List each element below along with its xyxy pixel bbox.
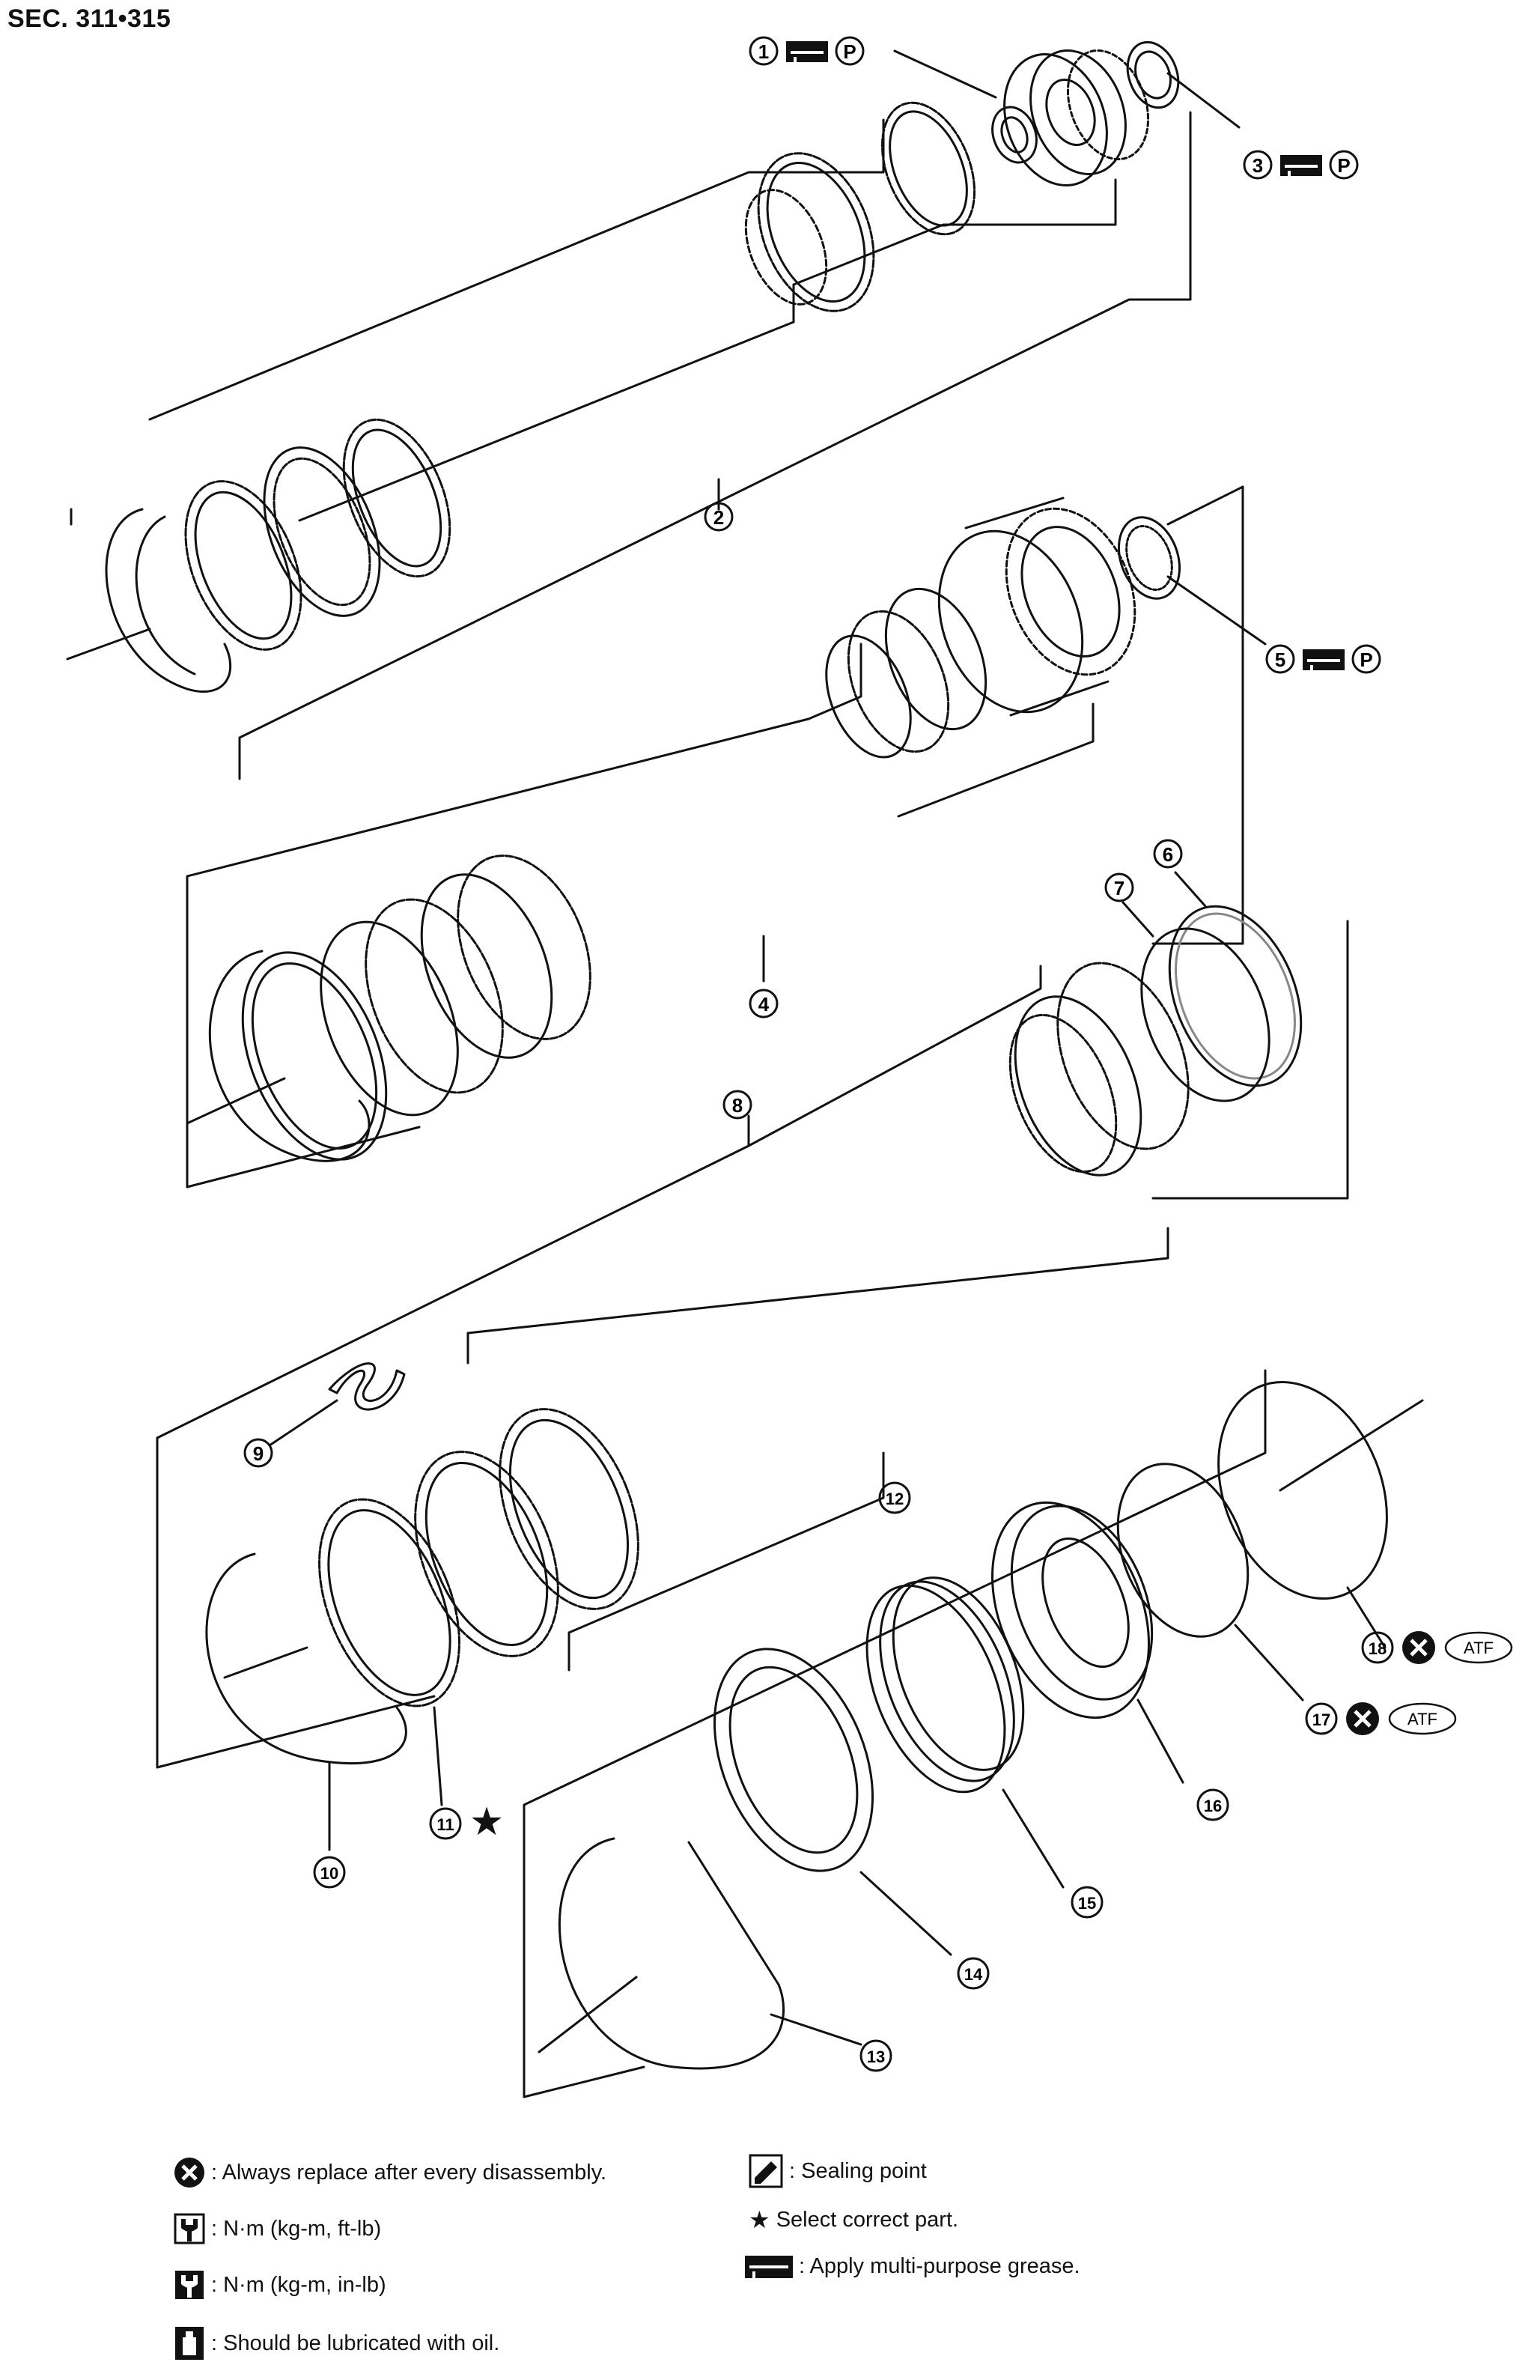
svg-text:16: 16 xyxy=(1204,1797,1222,1815)
legend-replace: : Always replace after every disassembly… xyxy=(174,2157,606,2188)
star-icon: ★ xyxy=(749,2206,770,2233)
piston-16 xyxy=(991,1501,1184,1784)
petroleum-jelly-icon: P xyxy=(835,36,865,66)
retaining-plate-11 xyxy=(318,1498,460,1806)
svg-text:9: 9 xyxy=(253,1442,264,1465)
callout-11: 11 ★ xyxy=(429,1800,505,1844)
svg-text:12: 12 xyxy=(886,1490,904,1508)
callout-15: 15 xyxy=(1071,1886,1104,1919)
callout-3: 3 P xyxy=(1243,150,1359,180)
legend-torque-in: : N·m (kg-m, in-lb) xyxy=(174,2269,386,2301)
grease-icon xyxy=(786,41,828,62)
callout-10: 10 xyxy=(313,1856,346,1889)
svg-text:13: 13 xyxy=(867,2047,885,2066)
star-icon: ★ xyxy=(469,1800,505,1844)
legend-select: ★ Select correct part. xyxy=(749,2206,959,2233)
svg-text:7: 7 xyxy=(1114,877,1124,899)
svg-text:6: 6 xyxy=(1163,843,1173,866)
legend-grease: : Apply multi-purpose grease. xyxy=(745,2254,1080,2279)
svg-text:ATF: ATF xyxy=(1407,1710,1437,1728)
clutch-plates-group-8-right xyxy=(1008,962,1190,1177)
callout-13: 13 xyxy=(859,2039,892,2072)
svg-text:P: P xyxy=(1360,649,1372,671)
callout-8: 8 xyxy=(722,1090,752,1120)
callout-9: 9 xyxy=(243,1438,273,1468)
petroleum-jelly-icon: P xyxy=(1329,150,1359,180)
clutch-plates-group-12 xyxy=(414,1408,639,1657)
clutch-plates-top xyxy=(744,101,976,312)
snap-ring-middle xyxy=(186,950,371,1162)
return-spring-15 xyxy=(865,1576,1065,1889)
callouts: 1 P 2 3 P 4 5 xyxy=(243,36,1513,2072)
seal-ring-6 xyxy=(1168,871,1303,1087)
callout-17: 17 ATF xyxy=(1305,1702,1457,1735)
snap-ring-7 xyxy=(1121,901,1270,1102)
group-8-outline xyxy=(156,920,1349,1769)
group-4-outline xyxy=(186,485,1244,1189)
callout-5: 5 P xyxy=(1265,644,1381,674)
snap-ring-13 xyxy=(538,1837,862,2070)
grease-icon xyxy=(1303,649,1345,670)
svg-text:14: 14 xyxy=(964,1965,983,1984)
atf-badge: ATF xyxy=(1444,1631,1513,1664)
clutch-plates-middle-right xyxy=(825,587,987,759)
replace-x-icon xyxy=(1402,1631,1435,1664)
section-label: SEC. 311•315 xyxy=(7,4,171,33)
svg-text:5: 5 xyxy=(1275,649,1285,671)
oil-can-icon xyxy=(174,2325,205,2361)
leader-lines-top xyxy=(66,49,1241,661)
svg-text:P: P xyxy=(843,40,856,63)
svg-text:18: 18 xyxy=(1369,1639,1387,1658)
o-ring-17 xyxy=(1116,1463,1304,1701)
replace-x-icon xyxy=(174,2157,205,2188)
svg-text:10: 10 xyxy=(320,1864,338,1883)
grease-icon xyxy=(745,2255,793,2278)
torque-wrench-filled-icon xyxy=(174,2269,205,2301)
callout-14: 14 xyxy=(957,1957,990,1990)
o-ring-18 xyxy=(1217,1380,1424,1649)
replace-x-icon xyxy=(1346,1702,1379,1735)
callout-16: 16 xyxy=(1196,1788,1229,1821)
thrust-washer-3 xyxy=(1126,40,1180,109)
snap-ring-top xyxy=(105,508,232,693)
callout-18: 18 ATF xyxy=(1361,1631,1513,1664)
callout-6: 6 xyxy=(1153,839,1183,869)
callout-12: 12 xyxy=(878,1481,911,1514)
svg-text:15: 15 xyxy=(1078,1894,1096,1913)
legend-oil: : Should be lubricated with oil. xyxy=(174,2325,499,2361)
group-bottom-outline xyxy=(523,1369,1267,2098)
needle-bearing-5 xyxy=(1117,516,1267,646)
group-2-outline xyxy=(70,111,1192,780)
callout-1: 1 P xyxy=(749,36,865,66)
svg-text:P: P xyxy=(1337,154,1350,177)
svg-text:8: 8 xyxy=(732,1094,743,1117)
dish-plate-9 xyxy=(268,1362,406,1447)
svg-text:2: 2 xyxy=(713,506,724,529)
svg-text:3: 3 xyxy=(1253,154,1263,177)
legend-sealing: : Sealing point xyxy=(749,2154,927,2188)
svg-text:11: 11 xyxy=(436,1815,454,1834)
snap-ring-10 xyxy=(205,1552,407,1851)
torque-wrench-icon xyxy=(174,2213,205,2244)
clutch-drum-middle xyxy=(937,497,1136,717)
petroleum-jelly-icon: P xyxy=(1351,644,1381,674)
callout-7: 7 xyxy=(1104,872,1134,902)
callout-4: 4 xyxy=(749,989,779,1019)
spring-retainer-14 xyxy=(713,1648,952,1956)
legend-torque-ft: : N·m (kg-m, ft-lb) xyxy=(174,2213,381,2244)
callout-2: 2 xyxy=(704,502,734,532)
group-12-outline xyxy=(466,1227,1169,1672)
svg-text:17: 17 xyxy=(1312,1710,1330,1729)
sealing-point-icon xyxy=(749,2154,783,2188)
clutch-plates-left-upper xyxy=(184,418,451,651)
svg-text:1: 1 xyxy=(758,40,769,63)
thrust-washer-1 xyxy=(991,106,1038,164)
svg-text:4: 4 xyxy=(758,993,770,1016)
grease-icon xyxy=(1280,155,1322,176)
clutch-plates-middle-left xyxy=(241,854,591,1161)
svg-text:ATF: ATF xyxy=(1464,1639,1494,1657)
atf-badge: ATF xyxy=(1388,1702,1457,1735)
